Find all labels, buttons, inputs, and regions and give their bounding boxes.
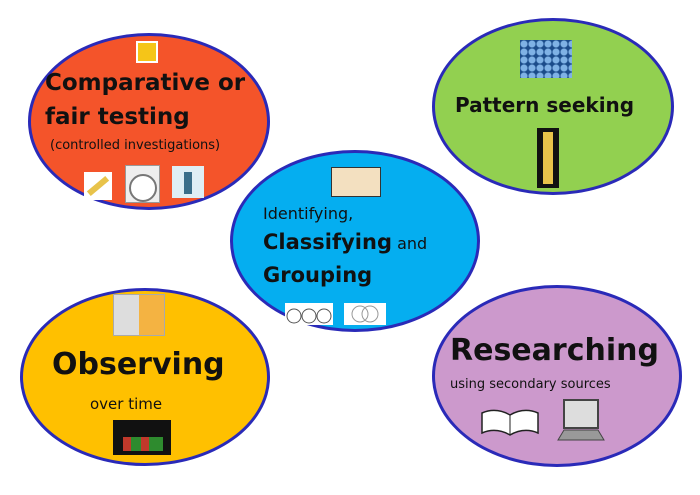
researching-ellipse [432, 285, 682, 467]
comparative-title-line1: Comparative or [45, 70, 246, 96]
bubble-pattern-image [520, 40, 572, 78]
open-book-icon [481, 409, 539, 436]
classifying-word: Classifying [263, 230, 392, 254]
height-measuring-image [537, 128, 559, 188]
fist-icon [136, 41, 158, 63]
ruler-icon [84, 172, 112, 200]
comparative-title-line2: fair testing [45, 104, 190, 130]
sorting-rings-icon [285, 303, 333, 325]
classifying-ellipse [230, 150, 480, 332]
researching-subtitle: using secondary sources [450, 377, 611, 392]
plant-growth-image [113, 420, 171, 455]
researching-title: Researching [450, 333, 659, 368]
pattern-seeking-title: Pattern seeking [455, 93, 635, 117]
venn-diagram-icon [344, 303, 386, 325]
weighing-scale-icon [125, 165, 160, 203]
classifying-label: Classifying and [263, 230, 427, 254]
and-word: and [397, 234, 428, 253]
observing-title: Observing [52, 347, 225, 382]
observing-subtitle: over time [90, 395, 163, 413]
child-ball-icon [172, 166, 204, 198]
laptop-icon [557, 399, 605, 441]
grouping-label: Grouping [263, 263, 373, 287]
comparative-subtitle: (controlled investigations) [50, 138, 221, 153]
children-group-image [331, 167, 381, 197]
seasonal-trees-image [113, 294, 165, 336]
identifying-label: Identifying, [263, 204, 354, 223]
